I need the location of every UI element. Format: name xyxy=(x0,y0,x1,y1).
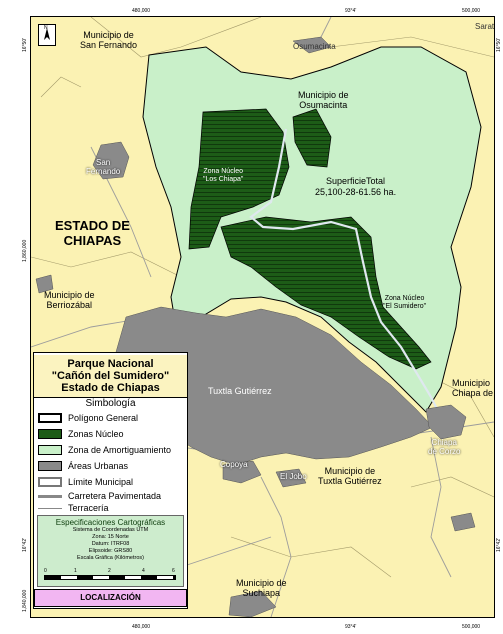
legend-swatch-poligono xyxy=(38,413,62,423)
scale-tick: 1 xyxy=(74,568,77,574)
urban-el-jobo xyxy=(275,468,307,488)
legend-label: Zona de Amortiguamiento xyxy=(68,445,172,455)
spec-title: Especificaciones Cartográficas xyxy=(55,518,166,527)
label-copoya: Copoya xyxy=(220,460,248,469)
coord-top-1: 480,000 xyxy=(132,8,151,14)
legend-item: Áreas Urbanas xyxy=(38,459,128,473)
north-arrow: N xyxy=(38,24,56,46)
legend-label: Carretera Pavimentada xyxy=(68,491,162,501)
core-zone-north xyxy=(292,108,332,168)
coord-right-2: 16°42' xyxy=(496,537,502,552)
coord-bottom-2: 93°4' xyxy=(345,624,357,630)
legend-title: Parque Nacional "Cañón del Sumidero" Est… xyxy=(34,355,187,398)
legend-swatch-amortiguamiento xyxy=(38,445,62,455)
label-sarat: Sarat xyxy=(475,22,495,31)
urban-berriozabal xyxy=(35,274,54,294)
coord-left-4: 1,840,000 xyxy=(22,589,28,612)
municipal-boundaries xyxy=(31,17,494,578)
scale-graphic xyxy=(44,575,176,580)
legend-swatch-nucleo xyxy=(38,429,62,439)
coord-left-3: 16°42' xyxy=(22,537,28,552)
coord-top-2: 93°4' xyxy=(345,8,357,14)
core-zone-sumidero xyxy=(220,216,432,370)
legend-item: Polígono General xyxy=(38,411,138,425)
scale-tick: 2 xyxy=(108,568,111,574)
urban-small-east xyxy=(450,512,476,532)
legend-simbologia: Simbología xyxy=(85,398,136,409)
urban-chiapa xyxy=(425,404,467,440)
map-svg xyxy=(31,17,494,617)
urban-copoya xyxy=(222,460,262,484)
spec-line: Sistema de Coordenadas UTM xyxy=(72,527,149,533)
label-tuxtla: Tuxtla Gutiérrez xyxy=(208,386,272,396)
urban-san-fernando xyxy=(92,141,130,180)
legend-label: Polígono General xyxy=(68,413,139,423)
spec-line: Escala Gráfica (Kilómetros) xyxy=(77,555,144,561)
localizacion-bar: LOCALIZACIÓN xyxy=(34,589,187,607)
coord-bottom-3: 500,000 xyxy=(462,624,481,630)
legend-panel: Parque Nacional "Cañón del Sumidero" Est… xyxy=(33,352,188,609)
legend-label: Terracería xyxy=(68,503,109,513)
scale-tick: 6 xyxy=(172,568,175,574)
label-el-jobo: El Jobo xyxy=(280,472,307,481)
river xyxy=(249,128,452,438)
spec-line: Datum: ITRF08 xyxy=(91,541,130,547)
coord-bottom-1: 480,000 xyxy=(132,624,151,630)
legend-label: Áreas Urbanas xyxy=(68,461,129,471)
label-osumacinta-town: Osumacinta xyxy=(293,42,336,51)
label-zona-chiapa: Zona Núcleo"Los Chiapa" xyxy=(203,168,244,183)
scale-tick: 0 xyxy=(44,568,47,574)
legend-swatch-urbanas xyxy=(38,461,62,471)
legend-label: Zonas Núcleo xyxy=(68,429,124,439)
spec-panel: Especificaciones Cartográficas Sistema d… xyxy=(37,515,184,587)
coord-left-1: 16°50' xyxy=(22,37,28,52)
scale-tick: 4 xyxy=(142,568,145,574)
legend-swatch-terraceria xyxy=(38,507,62,509)
core-zone-chiapa xyxy=(188,108,290,250)
legend-swatch-carretera xyxy=(38,494,62,498)
urban-suchiapa xyxy=(228,590,277,617)
label-zona-sumidero: Zona Núcleo"El Sumidero" xyxy=(383,295,427,310)
north-label: N xyxy=(44,25,48,31)
coord-top-3: 500,000 xyxy=(462,8,481,14)
coord-right-1: 16°50' xyxy=(496,37,502,52)
legend-item: Zona de Amortiguamiento xyxy=(38,443,171,457)
scale-bar: 0 1 2 4 6 xyxy=(44,568,177,582)
legend-item: Límite Municipal xyxy=(38,475,133,489)
spec-line: Zona: 15 Norte xyxy=(92,534,129,540)
legend-item: Terracería xyxy=(38,501,109,515)
spec-line: Elipsoide: GRS80 xyxy=(88,548,133,554)
legend-swatch-limite xyxy=(38,477,62,487)
urban-osumacinta xyxy=(292,36,332,54)
coord-left-2: 1,860,000 xyxy=(22,239,28,262)
legend-item: Carretera Pavimentada xyxy=(38,489,161,503)
north-arrow-icon xyxy=(44,28,50,40)
legend-item: Zonas Núcleo xyxy=(38,427,124,441)
legend-label: Límite Municipal xyxy=(68,477,134,487)
